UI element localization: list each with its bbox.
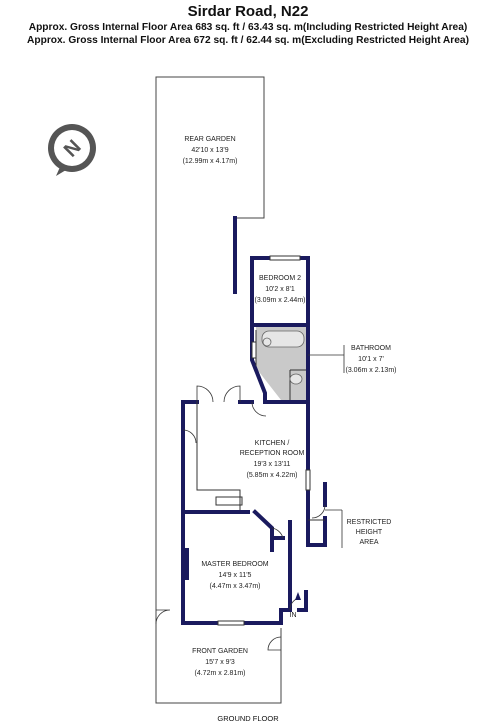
bathroom-label: BATHROOM bbox=[351, 345, 391, 352]
area-excluding-restricted: Approx. Gross Internal Floor Area 672 sq… bbox=[27, 35, 469, 46]
restricted-callout bbox=[325, 509, 343, 548]
front-garden-label: FRONT GARDEN bbox=[192, 648, 248, 655]
restricted-line3: AREA bbox=[359, 539, 378, 546]
bedroom2-dim-metric: (3.09m x 2.44m) bbox=[255, 297, 306, 304]
bath-fixtures bbox=[261, 330, 305, 385]
windows bbox=[217, 255, 311, 626]
front-garden-dim-metric: (4.72m x 2.81m) bbox=[195, 670, 246, 677]
page-title: Sirdar Road, N22 bbox=[187, 3, 309, 20]
rear-garden-dim-metric: (12.99m x 4.17m) bbox=[183, 158, 238, 165]
front-garden-dim-imperial: 15'7 x 9'3 bbox=[205, 659, 235, 666]
master-bedroom-dim-metric: (4.47m x 3.47m) bbox=[210, 583, 261, 590]
doors bbox=[155, 385, 326, 651]
bedroom2-dim-imperial: 10'2 x 8'1 bbox=[265, 286, 295, 293]
area-including-restricted: Approx. Gross Internal Floor Area 683 sq… bbox=[28, 22, 468, 33]
rear-garden-dim-imperial: 42'10 x 13'9 bbox=[191, 147, 228, 154]
kitchen-dim-metric: (5.85m x 4.22m) bbox=[247, 472, 298, 479]
wardrobe bbox=[185, 548, 189, 580]
bathroom-dim-imperial: 10'1 x 7' bbox=[358, 356, 384, 363]
front-garden-outline bbox=[155, 610, 282, 704]
restricted-line2: HEIGHT bbox=[356, 529, 383, 536]
bathroom-dim-metric: (3.06m x 2.13m) bbox=[346, 367, 397, 374]
rear-garden-label: REAR GARDEN bbox=[184, 136, 235, 143]
bathroom-callout bbox=[308, 345, 345, 373]
header: Sirdar Road, N22 Approx. Gross Internal … bbox=[0, 0, 496, 47]
master-bedroom-label: MASTER BEDROOM bbox=[201, 561, 268, 568]
kitchen-dim-imperial: 19'3 x 13'11 bbox=[254, 461, 291, 468]
kitchen-label-line2: RECEPTION ROOM bbox=[240, 450, 305, 457]
bedroom2-label: BEDROOM 2 bbox=[259, 275, 301, 282]
entrance-label: IN bbox=[290, 612, 297, 619]
master-bedroom-dim-imperial: 14'9 x 11'5 bbox=[219, 572, 252, 579]
kitchen-label-line1: KITCHEN / bbox=[255, 440, 290, 447]
entrance-arrow-icon bbox=[295, 592, 301, 600]
thin-walls bbox=[196, 330, 325, 521]
north-compass-icon: N bbox=[48, 124, 96, 176]
rear-garden-outline bbox=[155, 76, 265, 610]
restricted-line1: RESTRICTED bbox=[347, 519, 392, 526]
floor-label: GROUND FLOOR bbox=[217, 714, 279, 723]
